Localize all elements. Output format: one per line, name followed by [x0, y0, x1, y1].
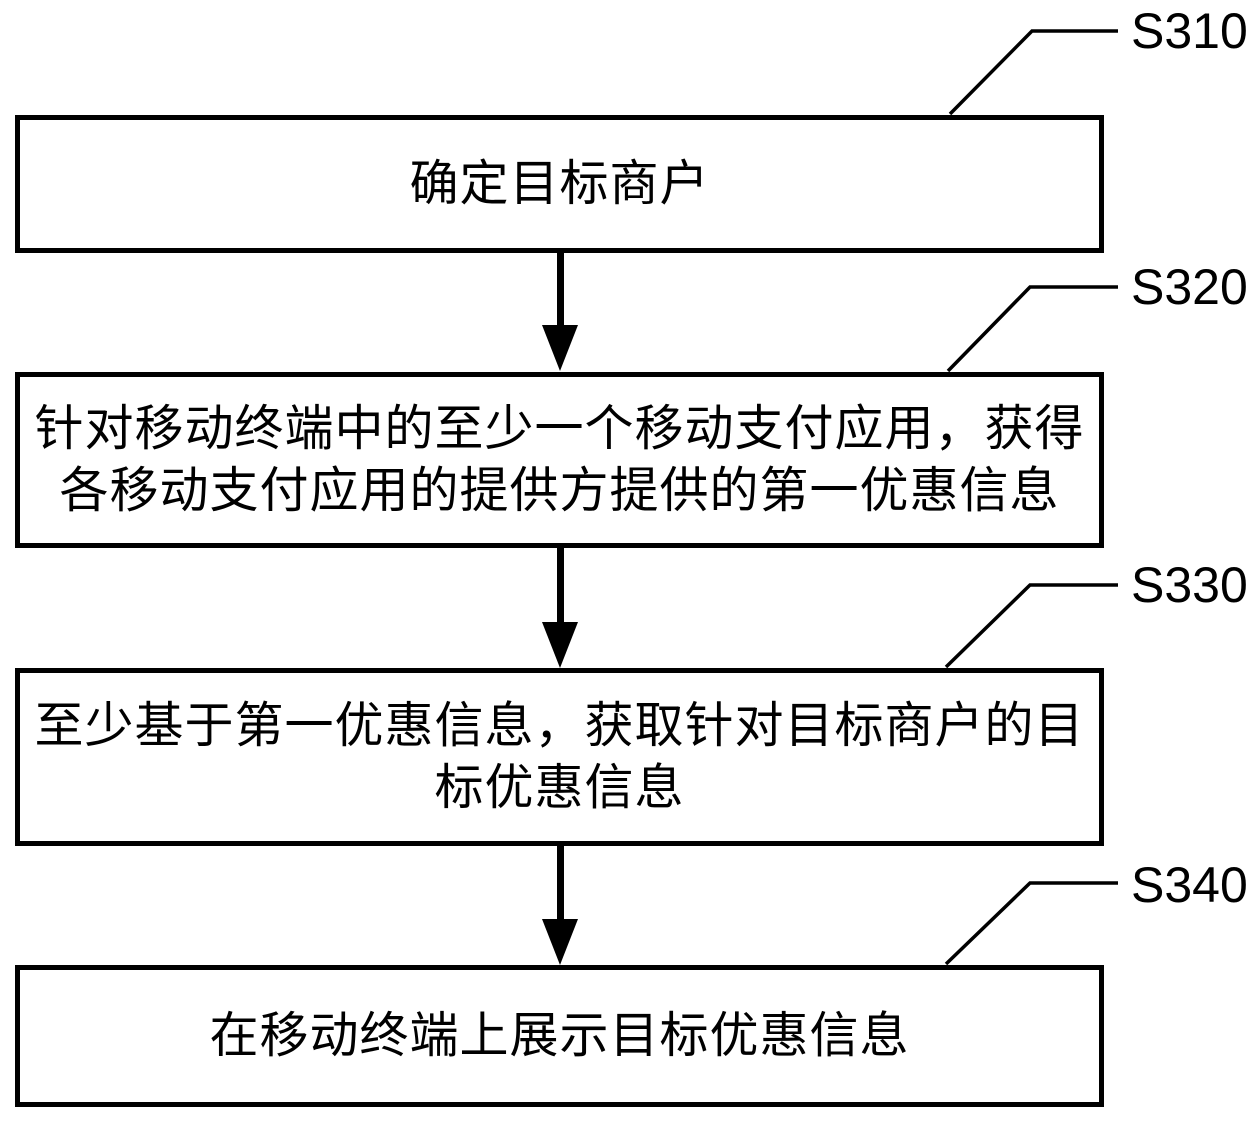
step-text: 针对移动终端中的至少一个移动支付应用，获得	[34, 400, 1085, 457]
callout-line-s310	[948, 29, 1118, 116]
step-box-s340: 在移动终端上展示目标优惠信息	[15, 965, 1104, 1107]
step-label-s320: S320	[1131, 259, 1248, 315]
step-box-s330: 至少基于第一优惠信息，获取针对目标商户的目 标优惠信息	[15, 668, 1104, 846]
step-box-s320: 针对移动终端中的至少一个移动支付应用，获得 各移动支付应用的提供方提供的第一优惠…	[15, 372, 1104, 548]
step-label-s340: S340	[1131, 857, 1248, 913]
step-text: 各移动支付应用的提供方提供的第一优惠信息	[59, 462, 1060, 519]
arrow-down-icon-2	[542, 622, 578, 668]
arrow-down-shaft-1	[557, 253, 564, 325]
step-text: 至少基于第一优惠信息，获取针对目标商户的目	[34, 697, 1085, 754]
step-box-s310: 确定目标商户	[15, 115, 1104, 253]
callout-line-s330	[944, 583, 1118, 669]
callout-line-s320	[946, 285, 1118, 373]
arrow-down-icon-3	[542, 919, 578, 965]
step-text: 标优惠信息	[434, 759, 685, 816]
arrow-down-shaft-2	[557, 548, 564, 622]
step-label-s310: S310	[1131, 3, 1248, 59]
arrow-down-shaft-3	[557, 846, 564, 919]
step-text: 在移动终端上展示目标优惠信息	[209, 1007, 910, 1064]
step-label-s330: S330	[1131, 557, 1248, 613]
callout-line-s340	[944, 881, 1118, 966]
arrow-down-icon-1	[542, 325, 578, 371]
step-text: 确定目标商户	[409, 155, 710, 212]
